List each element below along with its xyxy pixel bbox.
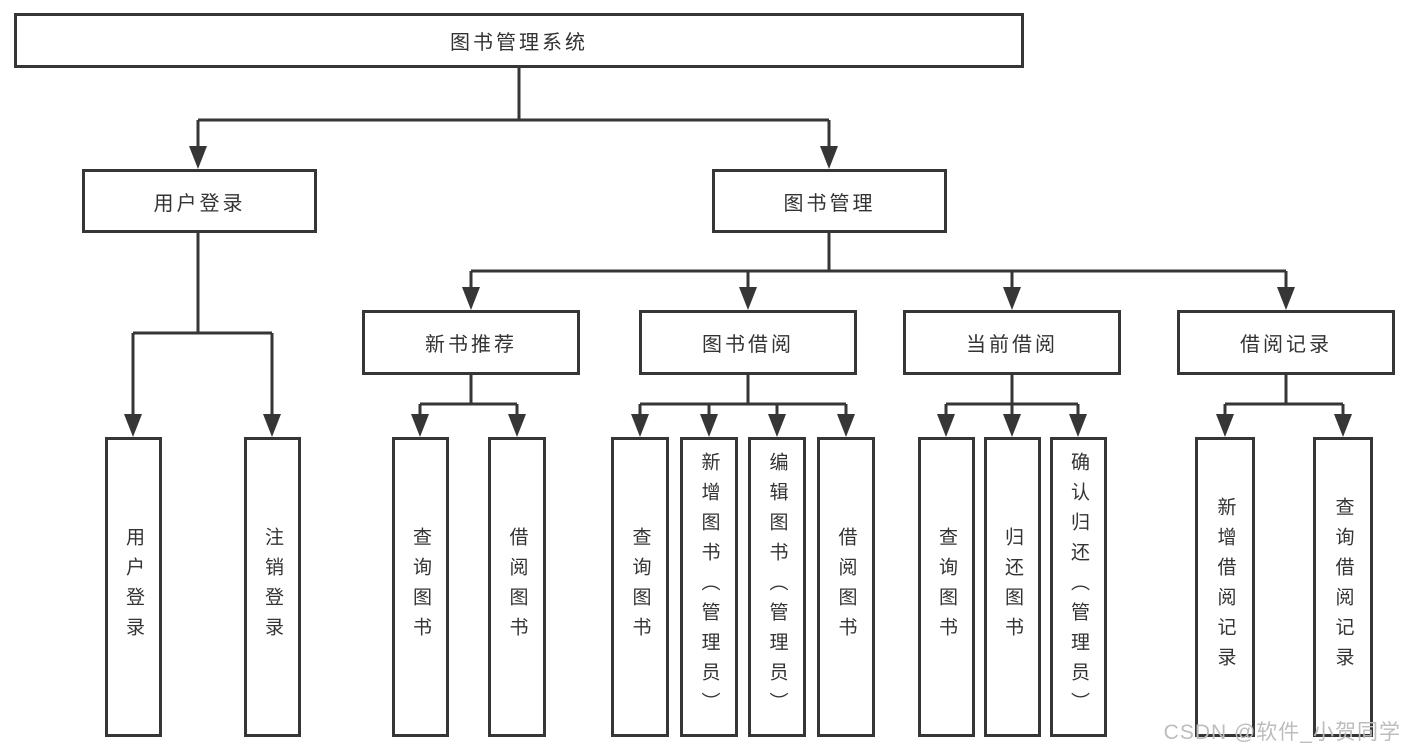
leaf-newbook-borrow-label: 借阅图书: [506, 527, 528, 647]
leaf-current-query-label: 查询图书: [936, 527, 957, 647]
leaf-current-query: 查询图书: [918, 437, 975, 737]
arrowhead-icon: [1003, 287, 1021, 310]
arrowhead-icon: [1216, 414, 1234, 437]
leaf-current-return-label: 归还图书: [1002, 527, 1023, 647]
arrowhead-icon: [189, 146, 207, 169]
leaf-newbook-borrow: 借阅图书: [488, 437, 546, 737]
leaf-current-confirm: 确认归还（管理员）: [1050, 437, 1107, 737]
leaf-record-query: 查询借阅记录: [1313, 437, 1373, 737]
node-user-login-branch-label: 用户登录: [153, 192, 246, 215]
arrowhead-icon: [508, 414, 526, 437]
leaf-record-add: 新增借阅记录: [1195, 437, 1255, 737]
leaf-borrow-query: 查询图书: [611, 437, 669, 737]
leaf-user-login: 用户登录: [105, 437, 162, 737]
arrowhead-icon: [937, 414, 955, 437]
leaf-borrow-add: 新增图书（管理员）: [680, 437, 738, 737]
leaf-record-add-label: 新增借阅记录: [1214, 497, 1236, 677]
arrowhead-icon: [411, 414, 429, 437]
node-book-borrow: 图书借阅: [639, 310, 857, 375]
arrowhead-icon: [837, 414, 855, 437]
arrowhead-icon: [462, 287, 480, 310]
watermark: CSDN @软件_小贺同学: [1163, 721, 1401, 744]
leaf-newbook-query: 查询图书: [392, 437, 449, 737]
arrowhead-icon: [700, 414, 718, 437]
node-book-mgmt-branch-label: 图书管理: [783, 192, 876, 215]
arrowhead-icon: [820, 146, 838, 169]
leaf-borrow-lend: 借阅图书: [817, 437, 875, 737]
leaf-current-return: 归还图书: [984, 437, 1041, 737]
node-user-login-branch: 用户登录: [82, 169, 317, 233]
leaf-borrow-add-label: 新增图书（管理员）: [698, 452, 720, 722]
leaf-borrow-edit-label: 编辑图书（管理员）: [766, 452, 788, 722]
node-current-borrow-label: 当前借阅: [966, 334, 1058, 356]
node-new-book: 新书推荐: [362, 310, 580, 375]
arrowhead-icon: [1069, 414, 1087, 437]
arrowhead-icon: [768, 414, 786, 437]
leaf-logout: 注销登录: [244, 437, 301, 737]
leaf-user-login-label: 用户登录: [123, 527, 144, 647]
leaf-borrow-edit: 编辑图书（管理员）: [748, 437, 806, 737]
node-borrow-record-label: 借阅记录: [1240, 334, 1332, 356]
leaf-borrow-query-label: 查询图书: [629, 527, 651, 647]
node-new-book-label: 新书推荐: [425, 334, 517, 356]
node-borrow-record: 借阅记录: [1177, 310, 1395, 375]
node-book-mgmt-branch: 图书管理: [712, 169, 947, 233]
arrowhead-icon: [1277, 287, 1295, 310]
leaf-newbook-query-label: 查询图书: [410, 527, 431, 647]
node-root: 图书管理系统: [14, 13, 1024, 68]
leaf-record-query-label: 查询借阅记录: [1332, 497, 1354, 677]
node-root-label: 图书管理系统: [450, 32, 588, 54]
arrowhead-icon: [1003, 414, 1021, 437]
arrowhead-icon: [1334, 414, 1352, 437]
leaf-current-confirm-label: 确认归还（管理员）: [1068, 452, 1089, 722]
leaf-logout-label: 注销登录: [262, 527, 283, 647]
leaf-borrow-lend-label: 借阅图书: [835, 527, 857, 647]
arrowhead-icon: [739, 287, 757, 310]
arrowhead-icon: [124, 414, 142, 437]
node-current-borrow: 当前借阅: [903, 310, 1121, 375]
arrowhead-icon: [631, 414, 649, 437]
arrowhead-icon: [263, 414, 281, 437]
node-book-borrow-label: 图书借阅: [702, 334, 794, 356]
